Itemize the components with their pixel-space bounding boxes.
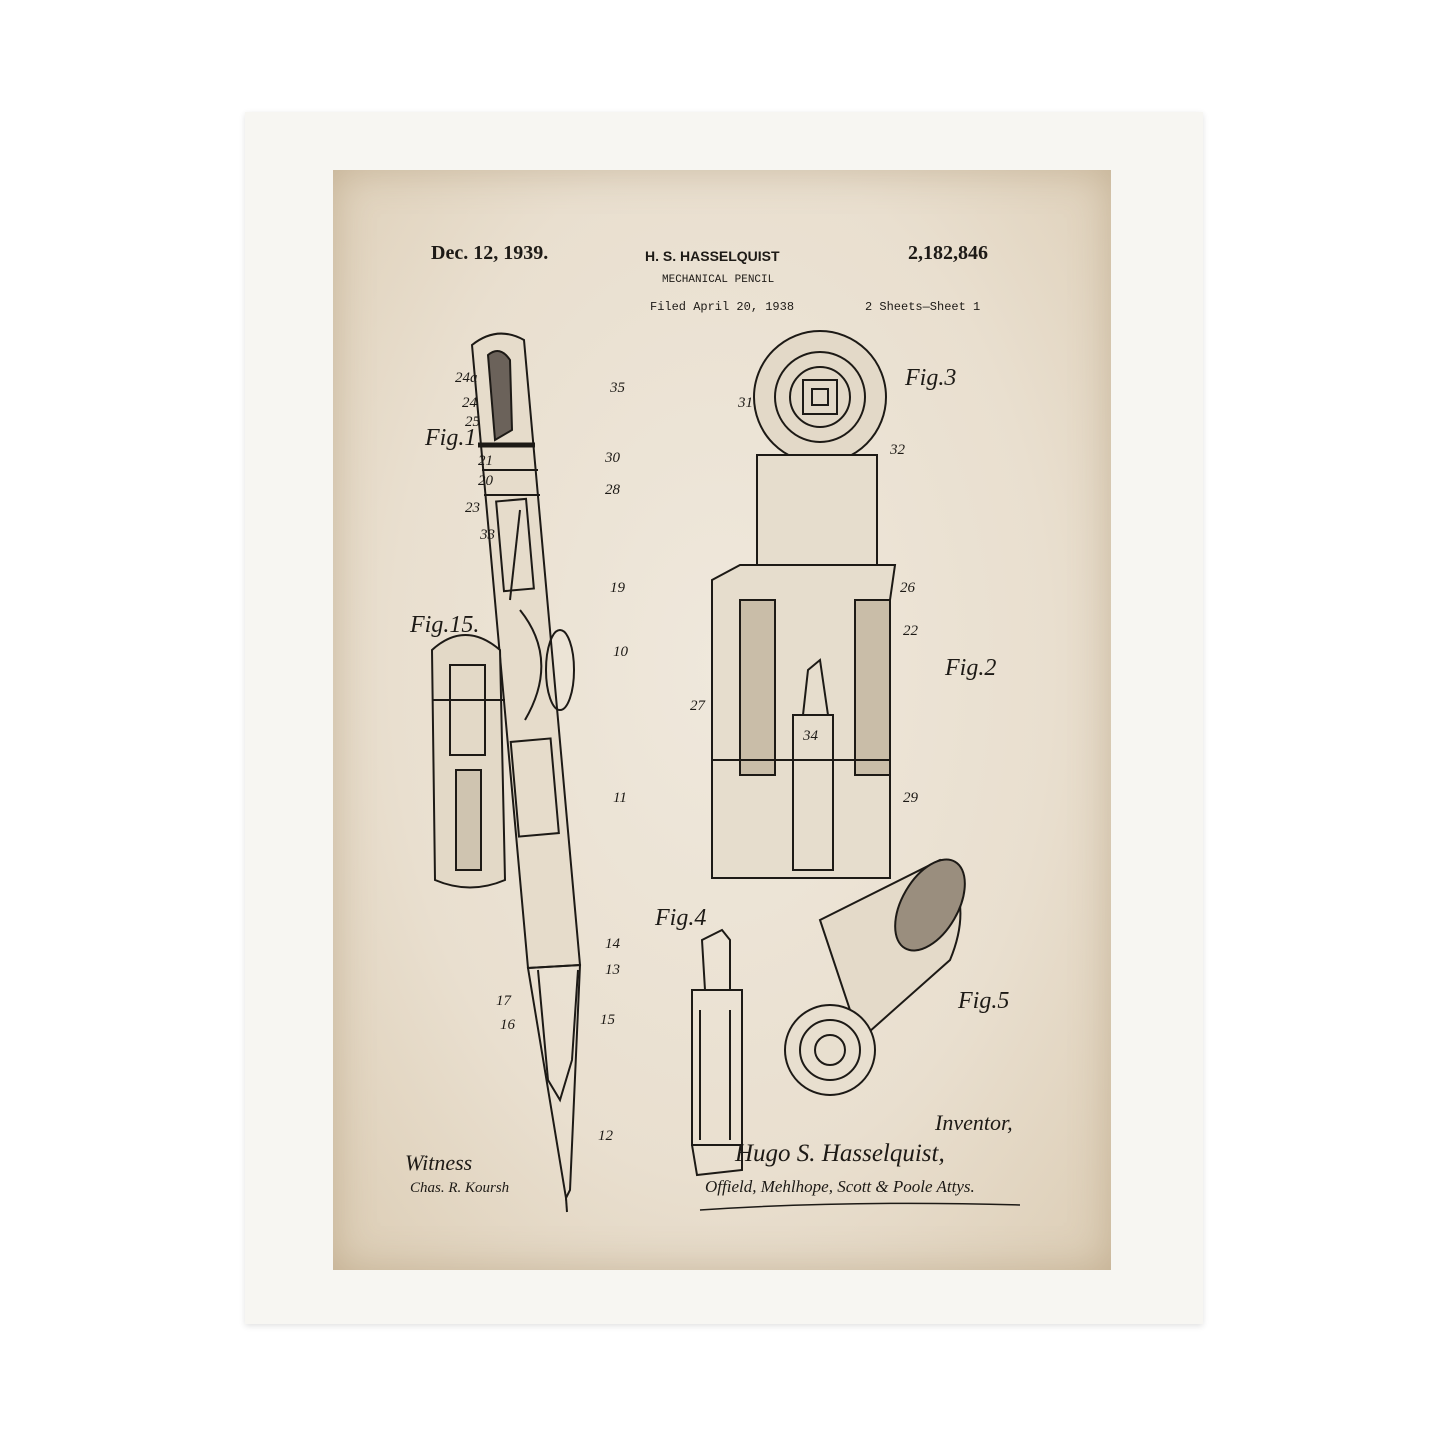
ref-19: 19 — [610, 580, 625, 596]
ref-14: 14 — [605, 936, 620, 952]
ref-32: 32 — [890, 442, 905, 458]
patent-number: 2,182,846 — [908, 242, 988, 264]
ref-31: 31 — [738, 395, 753, 411]
fig2-section — [711, 454, 897, 879]
ref-24a: 24a — [455, 370, 478, 386]
ref-29: 29 — [903, 790, 918, 806]
witness-label: Witness — [405, 1150, 473, 1175]
fig15-tip-section — [430, 634, 507, 889]
witness-signature: Chas. R. Koursh — [410, 1180, 510, 1196]
ref-28: 28 — [605, 482, 620, 498]
fig4-clutch — [691, 928, 743, 1177]
fig5-label: Fig.5 — [958, 988, 1010, 1014]
ref-12: 12 — [598, 1128, 613, 1144]
patent-title: MECHANICAL PENCIL — [662, 274, 775, 286]
signature-underline — [699, 1202, 1021, 1211]
inventor-label: Inventor, — [935, 1110, 1013, 1135]
fig1-label: Fig.1 — [425, 425, 477, 451]
fig3-end-view — [753, 330, 887, 464]
ref-22: 22 — [903, 623, 918, 639]
ref-20: 20 — [478, 473, 493, 489]
ref-27: 27 — [690, 698, 705, 714]
ref-35: 35 — [610, 380, 625, 396]
ref-30: 30 — [605, 450, 620, 466]
ref-24: 24 — [462, 395, 477, 411]
ref-10: 10 — [613, 644, 628, 660]
ref-33: 33 — [480, 527, 495, 543]
inventor-header: H. S. HASSELQUIST — [645, 248, 780, 264]
ref-26: 26 — [900, 580, 915, 596]
ref-17: 17 — [496, 993, 511, 1009]
sheet-count: 2 Sheets—Sheet 1 — [865, 300, 981, 314]
ref-21: 21 — [478, 453, 493, 469]
ref-34: 34 — [803, 728, 818, 744]
filed-date: Filed April 20, 1938 — [650, 300, 795, 314]
ref-15: 15 — [600, 1012, 615, 1028]
ref-16: 16 — [500, 1017, 515, 1033]
ref-25: 25 — [465, 414, 480, 430]
inventor-signature: Hugo S. Hasselquist, — [735, 1140, 945, 1167]
fig1-pencil — [470, 332, 582, 1213]
fig3-label: Fig.3 — [905, 365, 957, 391]
fig5-perspective — [784, 858, 966, 1096]
ref-11: 11 — [613, 790, 627, 806]
attorneys-signature: Offield, Mehlhope, Scott & Poole Attys. — [705, 1177, 975, 1196]
ref-23: 23 — [465, 500, 480, 516]
ref-13: 13 — [605, 962, 620, 978]
fig2-label: Fig.2 — [945, 655, 997, 681]
patent-date: Dec. 12, 1939. — [431, 242, 549, 264]
fig4-label: Fig.4 — [655, 905, 707, 931]
fig15-label: Fig.15. — [410, 612, 480, 638]
